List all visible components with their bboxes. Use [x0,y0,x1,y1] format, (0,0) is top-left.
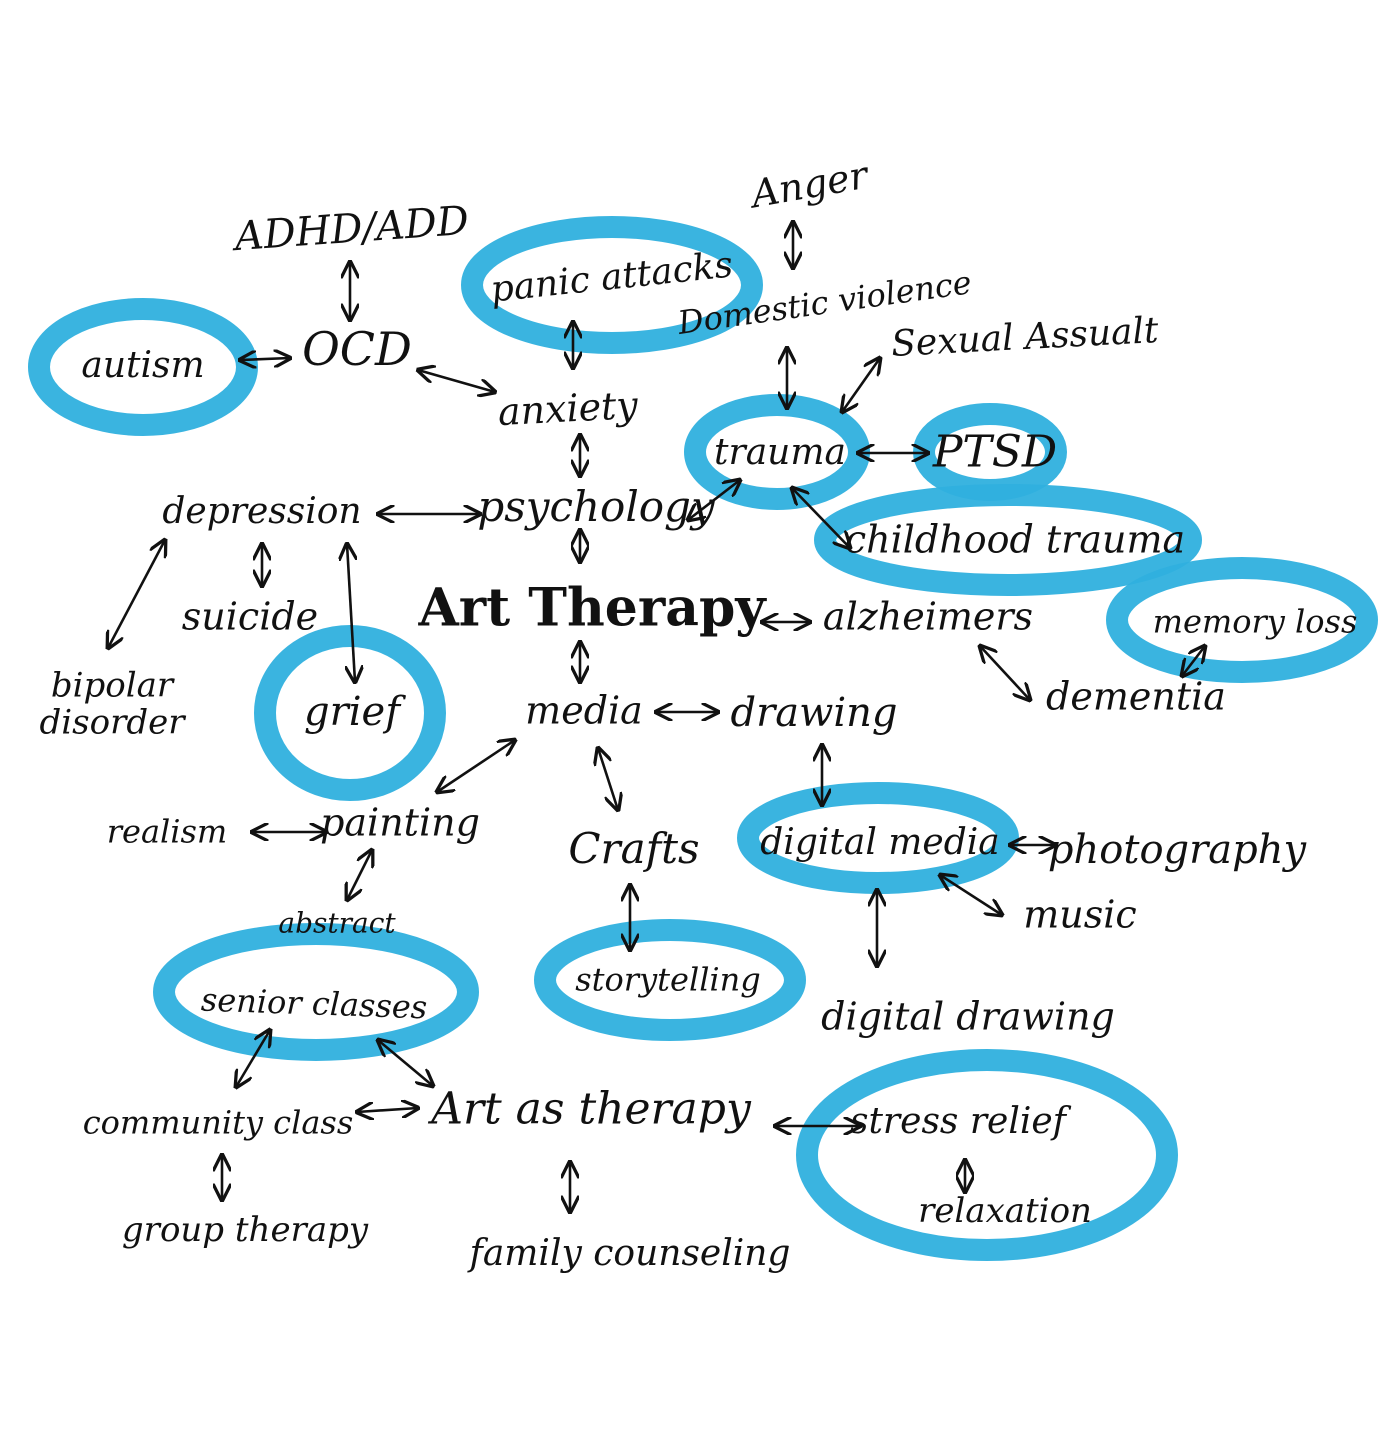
node-memory: memory loss [1153,603,1358,641]
highlight-ring-storytelling [534,919,806,1041]
node-group: group therapy [122,1210,369,1250]
node-storytelling: storytelling [575,961,761,999]
arrow-community-artastherapy [357,1108,418,1112]
arrow-trauma-psychology [688,480,740,520]
arrow-memory-dementia [1182,646,1205,676]
arrow-media-painting [437,740,515,792]
node-painting: painting [320,801,480,845]
node-suicide: suicide [182,595,318,639]
node-crafts: Crafts [568,824,699,873]
highlight-ring-panic [461,216,763,354]
node-relaxation: relaxation [918,1191,1092,1231]
highlight-ring-memory [1106,557,1378,683]
arrow-senior-artastherapy [378,1040,433,1086]
node-digitaldrawing: digital drawing [821,995,1115,1039]
node-dementia: dementia [1046,675,1226,719]
arrow-painting-abstract [347,850,372,900]
highlight-ring-senior [153,923,479,1061]
node-stress: stress relief [850,1101,1072,1142]
node-anxiety: anxiety [497,383,640,434]
node-realism: realism [107,813,228,851]
node-adhd: ADHD/ADD [229,198,470,261]
node-community: community class [83,1104,354,1142]
node-sexual: Sexual Assualt [890,310,1160,365]
node-autism: autism [81,345,204,386]
node-trauma: trauma [714,432,846,473]
node-drawing: drawing [731,690,898,736]
node-abstract: abstract [278,907,396,940]
arrow-sexual-trauma [842,358,880,412]
node-music: music [1023,893,1136,937]
arrow-trauma-childhood [792,488,850,548]
node-family: family counseling [467,1233,791,1274]
node-arttherapy: Art Therapy [417,578,767,639]
connector-arrows [108,222,1205,1212]
arrow-senior-community [236,1030,270,1087]
node-artastherapy: Art as therapy [427,1084,752,1135]
arrow-ocd-anxiety [418,370,495,392]
node-media: media [525,689,643,733]
arrow-alzheimers-dementia [980,646,1030,700]
node-ptsd: PTSD [932,427,1057,478]
arrow-depression-grief [347,544,355,682]
node-anger: Anger [745,152,874,217]
node-alzheimers: alzheimers [823,595,1033,639]
arrow-media-crafts [598,748,618,810]
node-digitalmedia: digital media [760,822,999,863]
node-depression: depression [162,491,361,532]
node-childhood: childhood trauma [845,518,1185,562]
highlight-ring-digitalmedia [737,782,1019,894]
node-senior: senior classes [200,981,428,1027]
node-ocd: OCD [302,322,412,376]
arrow-autism-ocd [240,358,290,360]
node-psychology: psychology [477,482,716,531]
node-grief: grief [304,689,406,735]
highlight-ring-stress [796,1049,1178,1261]
arrow-digitalmedia-music [940,875,1002,915]
arrow-depression-bipolar [108,540,165,648]
node-photography: photography [1048,827,1308,873]
